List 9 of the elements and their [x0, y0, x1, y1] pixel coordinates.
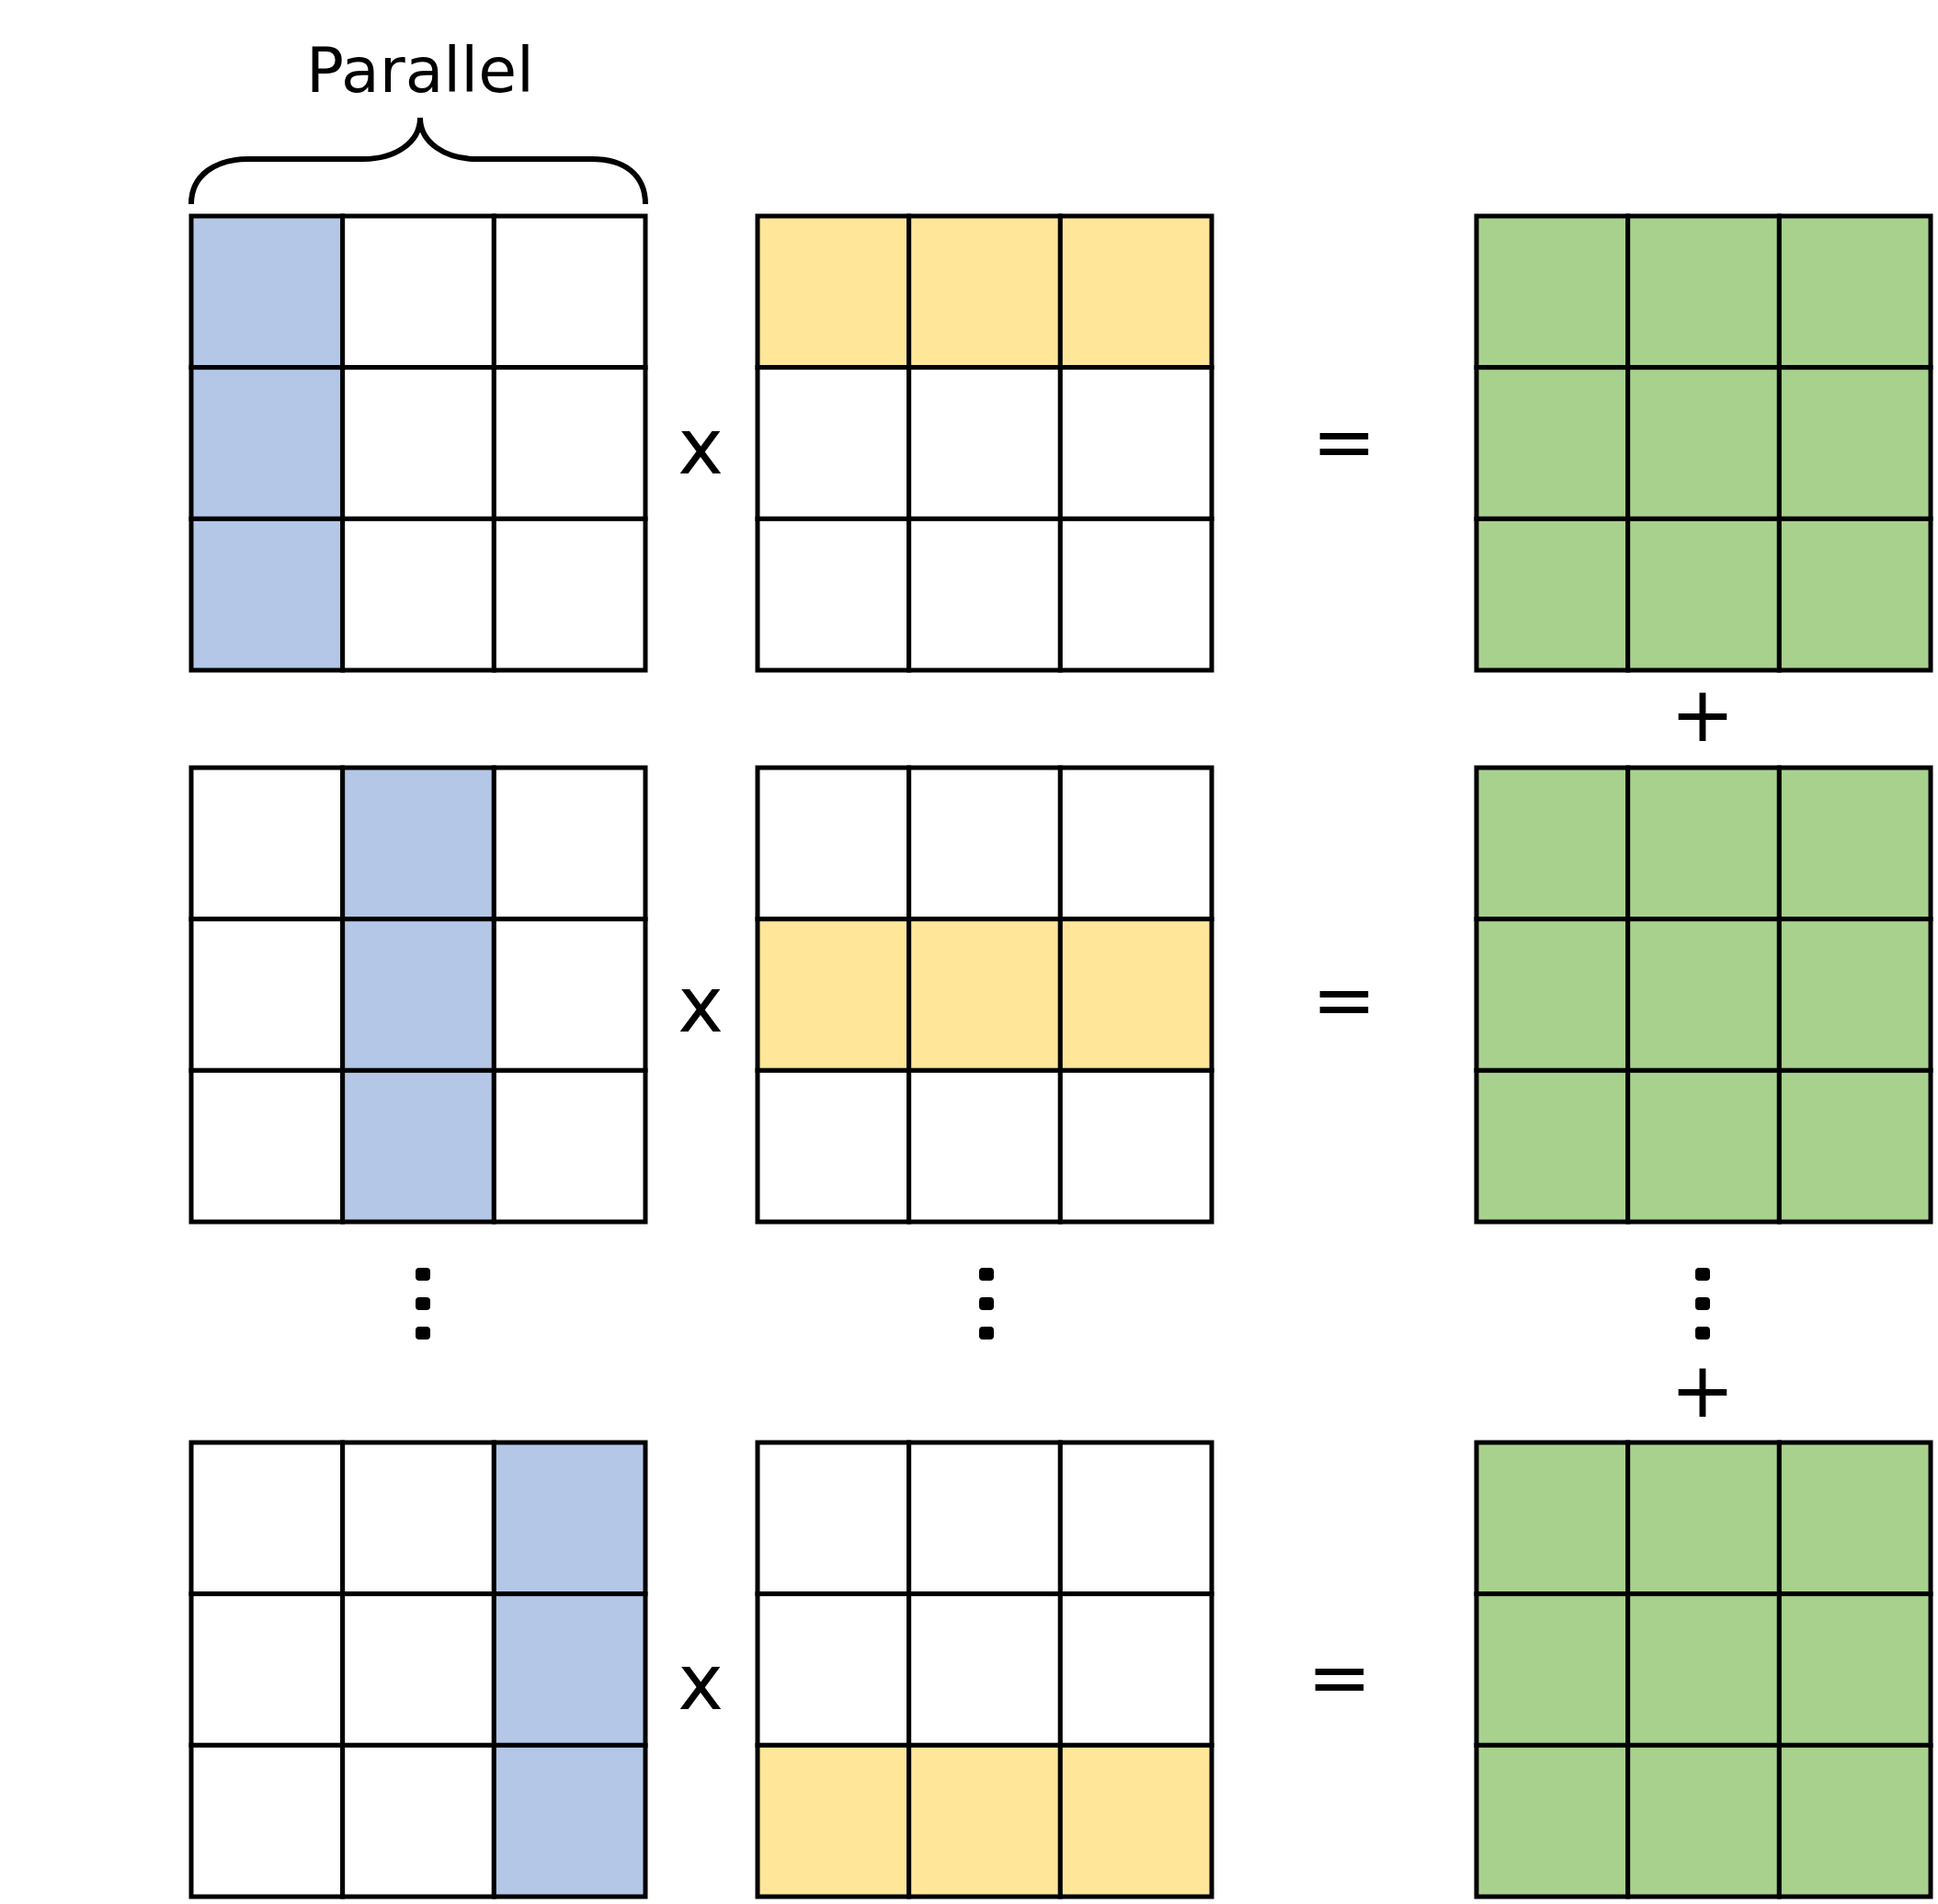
multiply-sign: x [678, 1644, 724, 1721]
plus-sign: + [1670, 1351, 1736, 1429]
equals-sign: = [1311, 961, 1377, 1038]
equals-sign: = [1306, 1638, 1373, 1716]
equals-sign: = [1311, 403, 1377, 480]
multiply-sign: x [678, 408, 724, 485]
plus-sign: + [1670, 676, 1736, 753]
multiply-sign: x [678, 966, 724, 1043]
heading: Parallel [306, 40, 534, 102]
